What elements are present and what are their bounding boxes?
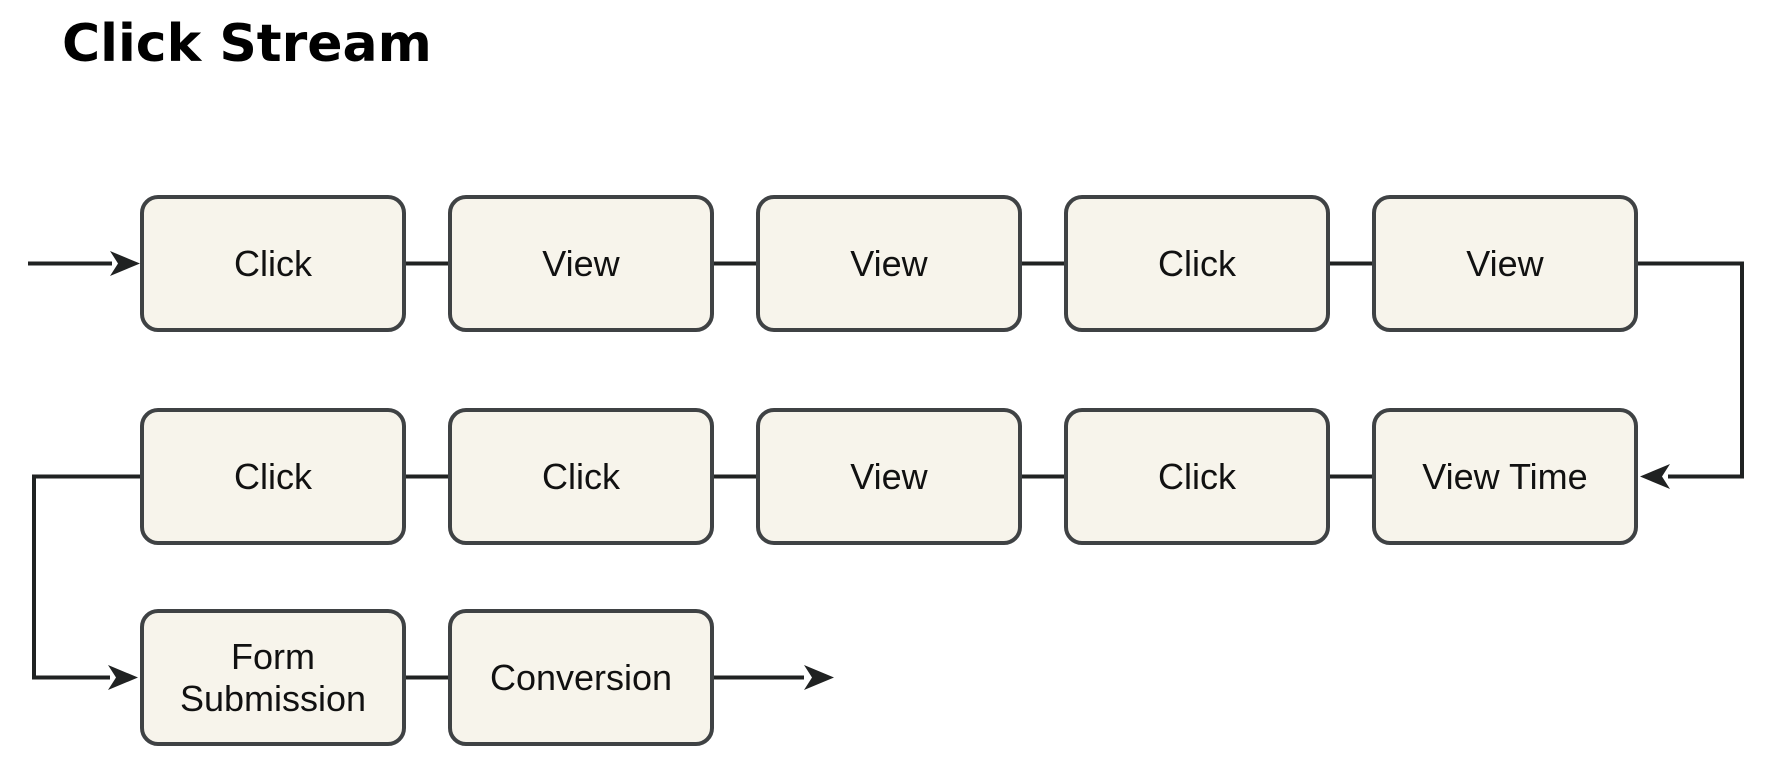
node-label: Click: [1158, 455, 1236, 497]
node-click-2: Click: [1064, 195, 1330, 332]
node-click-1: Click: [140, 195, 406, 332]
node-label: Click: [542, 455, 620, 497]
wrap-left-arrowhead-icon: [108, 665, 138, 690]
exit-arrowhead-icon: [804, 665, 834, 690]
node-view-time: View Time: [1372, 408, 1638, 545]
node-view-1: View: [448, 195, 714, 332]
node-label: View: [850, 455, 928, 497]
node-click-5: Click: [1064, 408, 1330, 545]
node-view-3: View: [1372, 195, 1638, 332]
node-form-submission: Form Submission: [140, 609, 406, 746]
wrap-right-line: [1638, 261, 1744, 479]
node-label: Click: [234, 242, 312, 284]
entry-arrowhead-icon: [110, 251, 140, 276]
node-label: Click: [1158, 242, 1236, 284]
node-label: View: [850, 242, 928, 284]
node-label: Click: [234, 455, 312, 497]
node-label: Conversion: [489, 656, 673, 698]
arrowheads: [108, 251, 1670, 690]
wrap-right-arrowhead-icon: [1640, 464, 1670, 489]
node-conversion: Conversion: [448, 609, 714, 746]
node-label: View: [1466, 242, 1544, 284]
node-view-4: View: [756, 408, 1022, 545]
node-label: View: [542, 242, 620, 284]
node-click-4: Click: [448, 408, 714, 545]
wrap-left-line: [32, 474, 140, 680]
node-view-2: View: [756, 195, 1022, 332]
node-label: View Time: [1422, 455, 1588, 497]
node-click-3: Click: [140, 408, 406, 545]
node-label: Form Submission: [179, 636, 367, 719]
flow-connectors: [28, 261, 1744, 680]
page-title: Click Stream: [62, 14, 432, 74]
